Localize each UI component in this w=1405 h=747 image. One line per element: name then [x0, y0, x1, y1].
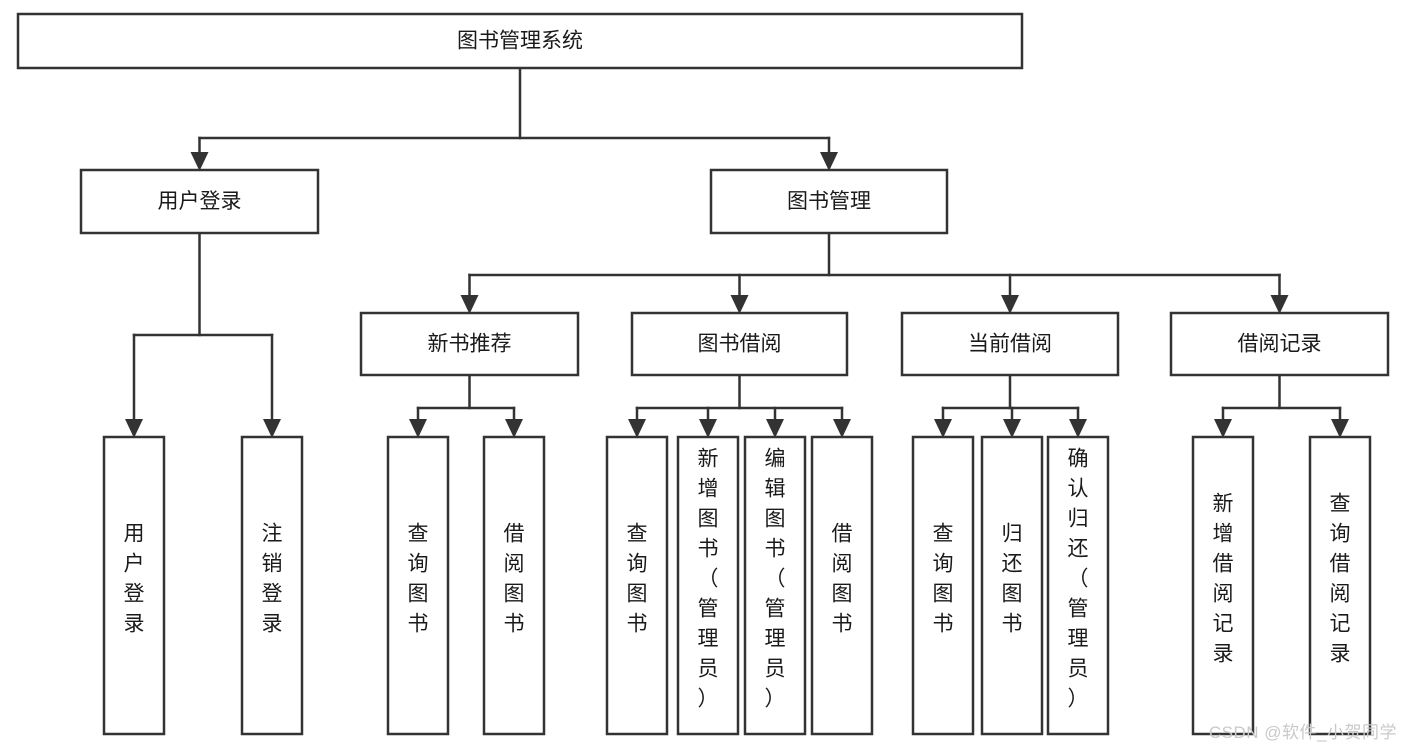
- node-borrow-record[interactable]: 借阅记录: [1169, 311, 1390, 377]
- node-box: [709, 168, 949, 235]
- node-box: [1308, 435, 1372, 736]
- node-box: [16, 12, 1024, 70]
- arrow-head-leaf-add-book-admin: [699, 419, 717, 438]
- node-leaf-user-logout[interactable]: 注销登录: [240, 435, 304, 736]
- arrow-head-leaf-borrow-book-recommend: [505, 419, 523, 438]
- arrow-head-leaf-query-book-recommend: [409, 419, 427, 438]
- node-leaf-user-login[interactable]: 用户登录: [102, 435, 166, 736]
- node-label: 新书推荐: [428, 333, 512, 356]
- node-leaf-edit-book-admin[interactable]: 编辑图书（管理员）: [743, 435, 807, 736]
- arrow-head-leaf-confirm-return-admin: [1069, 419, 1087, 438]
- arrow-head-leaf-user-login: [125, 419, 143, 438]
- node-leaf-add-book-admin[interactable]: 新增图书（管理员）: [676, 435, 740, 736]
- node-box: [980, 435, 1044, 736]
- arrow-head-leaf-query-book-current: [934, 419, 952, 438]
- node-layer: 图书管理系统用户登录图书管理新书推荐图书借阅当前借阅借阅记录用户登录注销登录查询…: [16, 12, 1390, 736]
- node-box: [743, 435, 807, 736]
- node-box: [1169, 311, 1390, 377]
- node-label: 编辑图书（管理员）: [765, 448, 786, 711]
- node-box: [1046, 435, 1110, 736]
- node-new-book-recommend[interactable]: 新书推荐: [359, 311, 580, 377]
- node-box: [605, 435, 669, 736]
- node-leaf-borrow-book-recommend[interactable]: 借阅图书: [482, 435, 546, 736]
- node-label: 当前借阅: [968, 333, 1052, 356]
- arrow-head-leaf-query-book-borrow: [628, 419, 646, 438]
- node-leaf-query-book-borrow[interactable]: 查询图书: [605, 435, 669, 736]
- node-label: 借阅图书: [504, 523, 525, 636]
- arrow-head-new-book-recommend: [460, 295, 479, 314]
- node-box: [810, 435, 874, 736]
- node-leaf-query-borrow-record[interactable]: 查询借阅记录: [1308, 435, 1372, 736]
- node-box: [676, 435, 740, 736]
- node-box: [900, 311, 1120, 377]
- arrow-head-book-borrow: [730, 295, 749, 314]
- node-leaf-return-book[interactable]: 归还图书: [980, 435, 1044, 736]
- node-box: [630, 311, 849, 377]
- node-label: 查询图书: [627, 523, 648, 636]
- node-root[interactable]: 图书管理系统: [16, 12, 1024, 70]
- node-label: 图书借阅: [698, 333, 782, 356]
- node-box: [240, 435, 304, 736]
- arrow-head-leaf-add-borrow-record: [1214, 419, 1232, 438]
- node-label: 查询借阅记录: [1330, 493, 1351, 666]
- node-user-login[interactable]: 用户登录: [79, 168, 320, 235]
- arrow-head-user-login: [190, 152, 209, 171]
- node-label: 图书管理系统: [457, 30, 583, 53]
- node-box: [1191, 435, 1255, 736]
- node-label: 借阅图书: [832, 523, 853, 636]
- connector-layer: [125, 66, 1349, 438]
- node-box: [386, 435, 450, 736]
- node-label: 用户登录: [124, 523, 145, 636]
- node-box: [359, 311, 580, 377]
- arrow-head-leaf-borrow-book: [833, 419, 851, 438]
- node-book-management[interactable]: 图书管理: [709, 168, 949, 235]
- node-label: 新增借阅记录: [1213, 493, 1234, 666]
- node-box: [102, 435, 166, 736]
- arrow-head-leaf-edit-book-admin: [766, 419, 784, 438]
- csdn-watermark: CSDN @软件_小贺同学: [1208, 723, 1397, 742]
- arrow-head-borrow-record: [1270, 295, 1289, 314]
- node-label: 归还图书: [1002, 523, 1023, 636]
- node-label: 查询图书: [933, 523, 954, 636]
- node-label: 查询图书: [408, 523, 429, 636]
- node-current-borrow[interactable]: 当前借阅: [900, 311, 1120, 377]
- arrow-head-leaf-query-borrow-record: [1331, 419, 1349, 438]
- arrow-head-leaf-return-book: [1003, 419, 1021, 438]
- node-leaf-borrow-book[interactable]: 借阅图书: [810, 435, 874, 736]
- node-label: 确认归还（管理员）: [1068, 448, 1089, 711]
- node-label: 图书管理: [787, 190, 871, 213]
- node-leaf-query-book-recommend[interactable]: 查询图书: [386, 435, 450, 736]
- node-leaf-confirm-return-admin[interactable]: 确认归还（管理员）: [1046, 435, 1110, 736]
- arrow-head-leaf-user-logout: [263, 419, 281, 438]
- node-box: [911, 435, 975, 736]
- node-leaf-query-book-current[interactable]: 查询图书: [911, 435, 975, 736]
- node-label: 注销登录: [262, 523, 283, 636]
- arrow-head-current-borrow: [1001, 295, 1019, 314]
- node-book-borrow[interactable]: 图书借阅: [630, 311, 849, 377]
- node-label: 用户登录: [158, 190, 242, 213]
- node-label: 借阅记录: [1238, 333, 1322, 356]
- node-leaf-add-borrow-record[interactable]: 新增借阅记录: [1191, 435, 1255, 736]
- node-label: 新增图书（管理员）: [698, 448, 719, 711]
- node-box: [79, 168, 320, 235]
- node-box: [482, 435, 546, 736]
- arrow-head-book-management: [820, 152, 838, 171]
